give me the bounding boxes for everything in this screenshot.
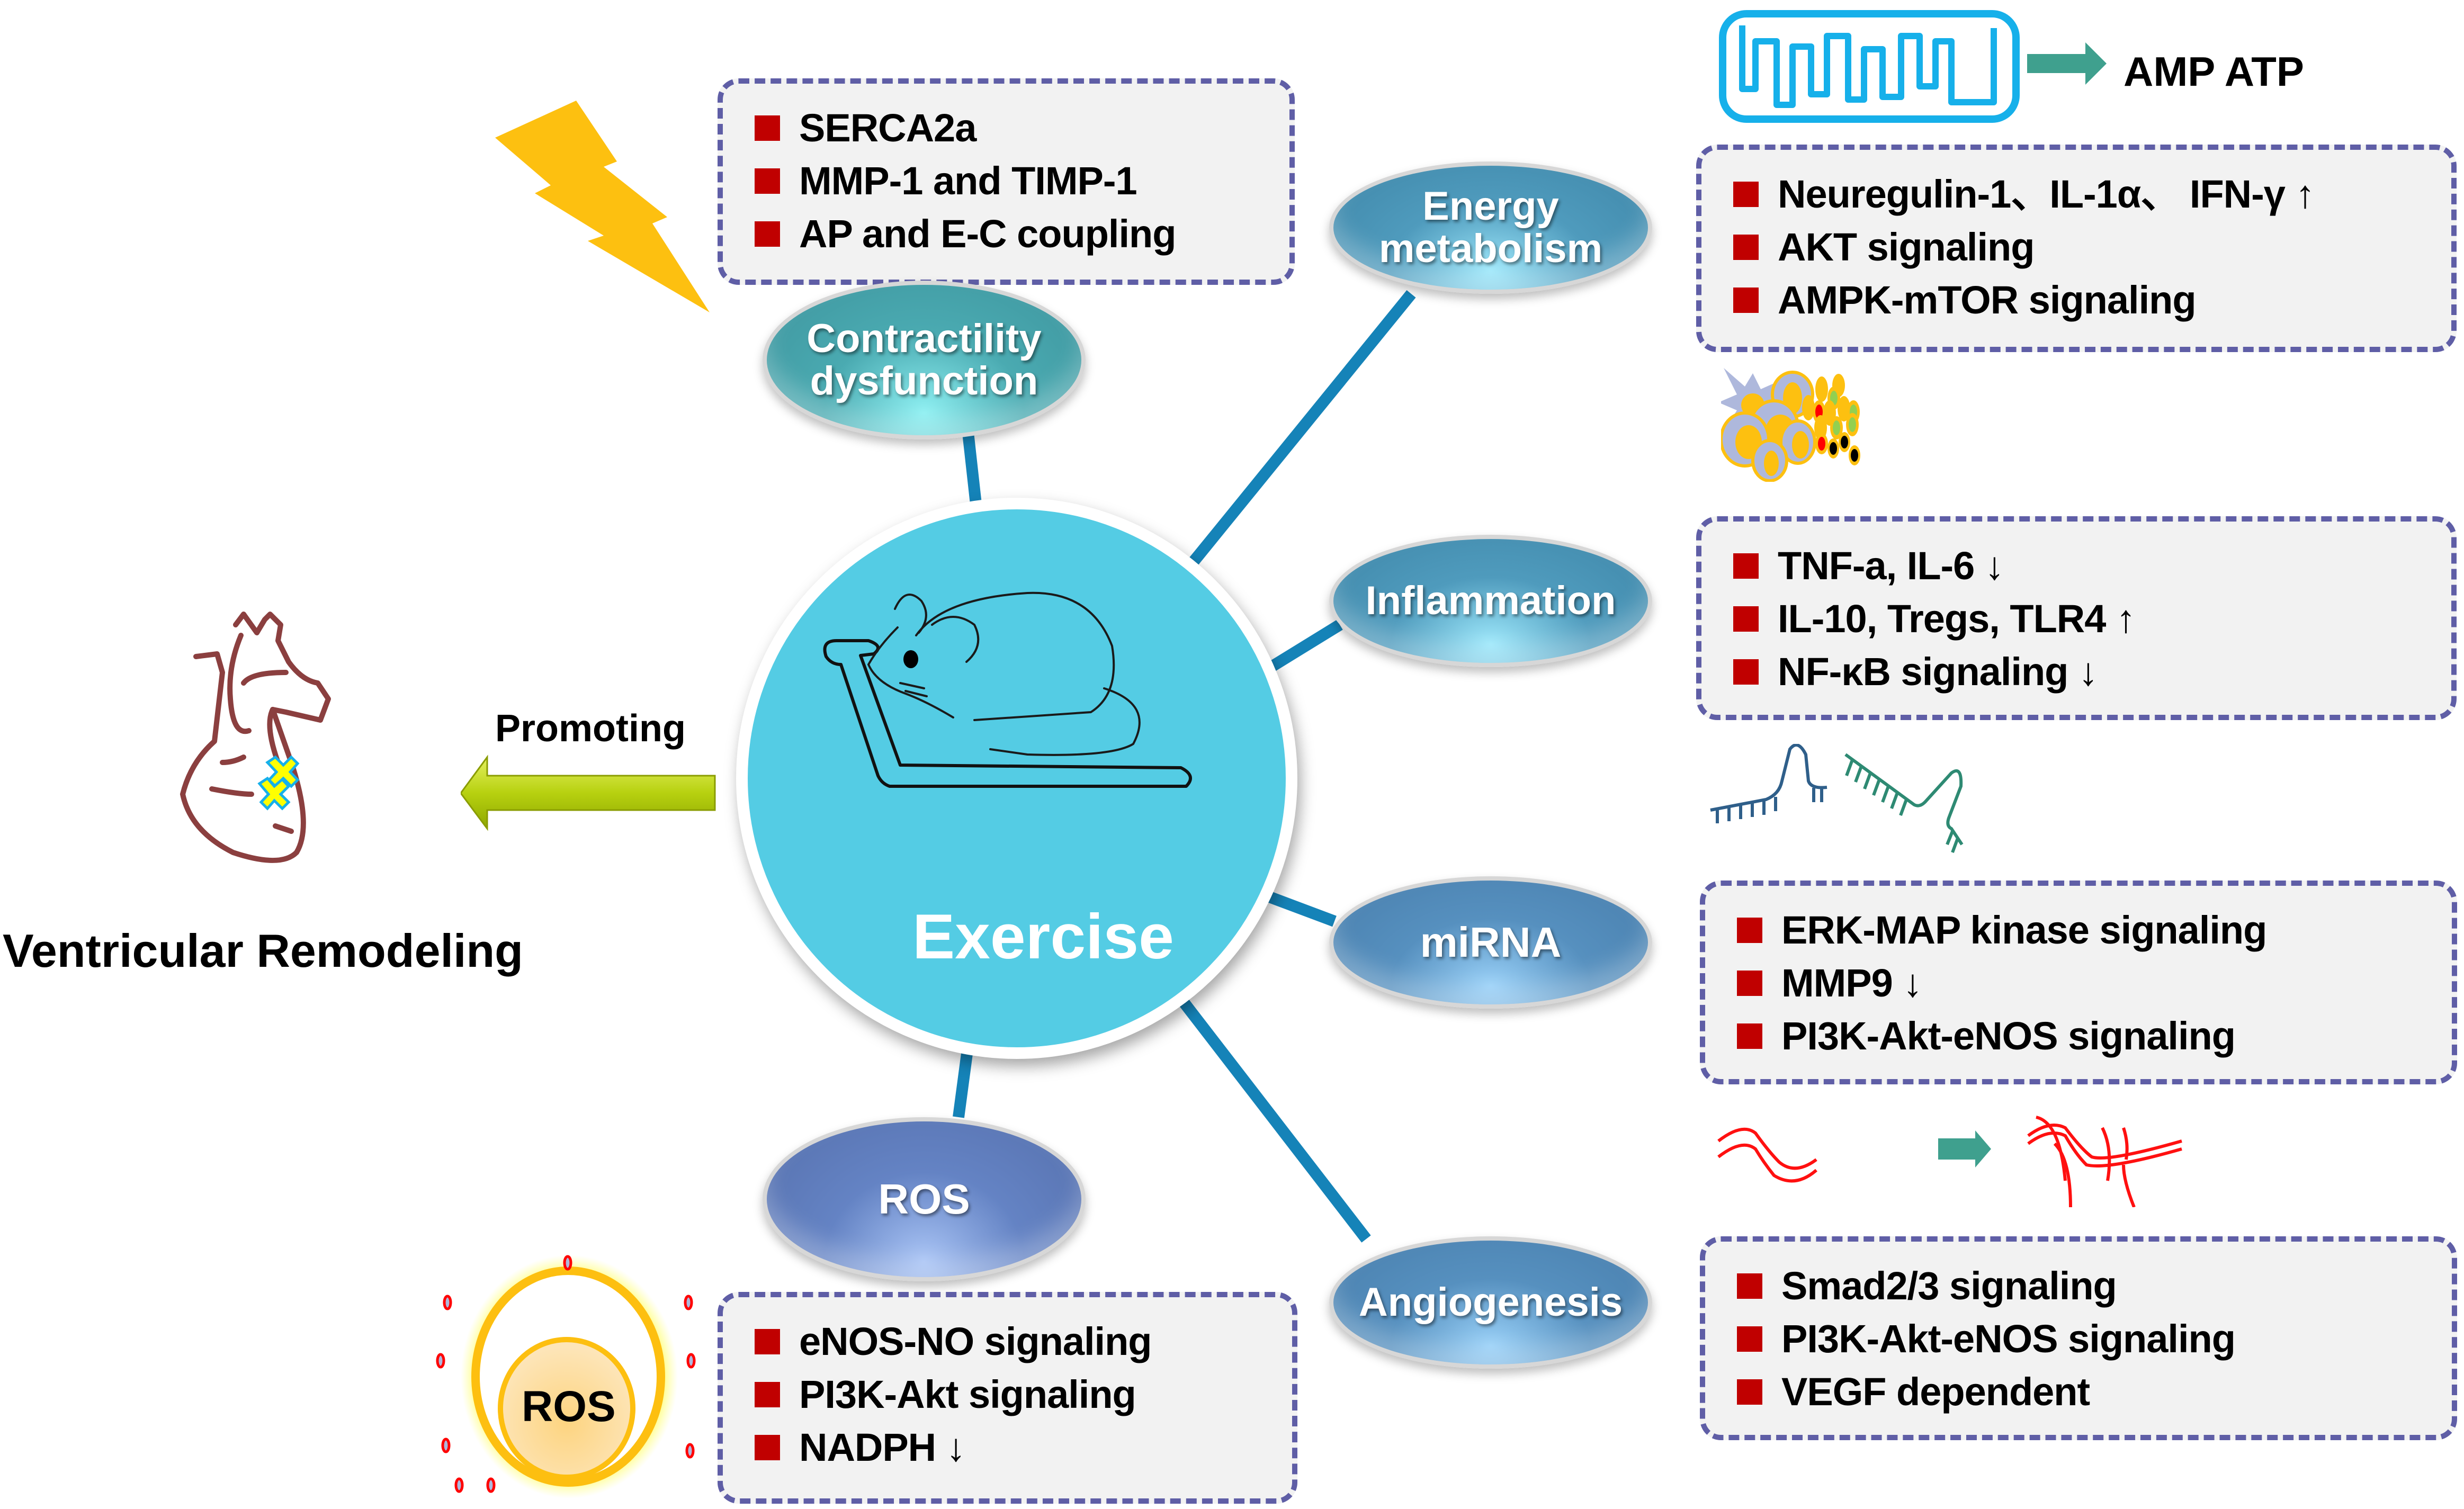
list-item: NF-κB signaling ↓ bbox=[1733, 645, 2435, 698]
bullet-icon bbox=[755, 1382, 780, 1407]
bullet-icon bbox=[1733, 182, 1759, 207]
mirna-info-box: ERK-MAP kinase signaling MMP9 ↓ PI3K-Akt… bbox=[1700, 881, 2457, 1084]
list-item: AMPK-mTOR signaling bbox=[1733, 274, 2435, 327]
bullet-icon bbox=[1733, 659, 1759, 685]
ros-cell-icon bbox=[436, 1255, 696, 1498]
list-item: VEGF dependent bbox=[1737, 1366, 2436, 1418]
list-item: ERK-MAP kinase signaling bbox=[1737, 904, 2436, 957]
lightning-bolt-icon bbox=[495, 101, 710, 312]
bullet-icon bbox=[755, 221, 780, 247]
node-energy-metabolism[interactable]: Energy metabolism bbox=[1329, 161, 1652, 294]
bullet-icon bbox=[1737, 1326, 1762, 1352]
arrow-left-icon bbox=[461, 754, 716, 831]
node-inflammation[interactable]: Inflammation bbox=[1329, 535, 1652, 667]
ventricular-remodeling-label: Ventricular Remodeling bbox=[3, 924, 523, 977]
bullet-icon bbox=[755, 168, 780, 194]
energy-info-box: Neuregulin-1、IL-1α、 IFN-γ ↑ AKT signalin… bbox=[1696, 145, 2457, 352]
connector-inflammation bbox=[1268, 619, 1343, 672]
angiogenesis-info-box: Smad2/3 signaling PI3K-Akt-eNOS signalin… bbox=[1700, 1236, 2457, 1440]
blood-vessel-branching-icon bbox=[1717, 1116, 2182, 1207]
node-mirna[interactable]: miRNA bbox=[1329, 876, 1652, 1009]
promoting-label: Promoting bbox=[495, 707, 686, 750]
connector-angiogenesis bbox=[1166, 981, 1371, 1243]
node-angiogenesis[interactable]: Angiogenesis bbox=[1329, 1236, 1652, 1369]
list-item: eNOS-NO signaling bbox=[755, 1315, 1276, 1368]
contractility-info-box: SERCA2a MMP-1 and TIMP-1 AP and E-C coup… bbox=[718, 78, 1295, 285]
exercise-label: Exercise bbox=[912, 901, 1174, 972]
list-item: AP and E-C coupling bbox=[755, 208, 1274, 261]
ros-info-box: eNOS-NO signaling PI3K-Akt signaling NAD… bbox=[718, 1292, 1297, 1504]
immune-cells-icon bbox=[1721, 368, 1860, 482]
bullet-icon bbox=[1737, 971, 1762, 996]
list-item: TNF-a, IL-6 ↓ bbox=[1733, 540, 2435, 592]
mouse-on-treadmill-icon bbox=[823, 591, 1192, 788]
list-item: MMP9 ↓ bbox=[1737, 957, 2436, 1010]
node-contractility-dysfunction[interactable]: Contractility dysfunction bbox=[763, 281, 1086, 439]
arrow-right-icon bbox=[2027, 42, 2107, 85]
bullet-icon bbox=[1733, 288, 1759, 313]
rna-strands-icon bbox=[1710, 744, 1964, 854]
bullet-icon bbox=[755, 1435, 780, 1460]
node-ros[interactable]: ROS bbox=[763, 1117, 1086, 1281]
list-item: SERCA2a bbox=[755, 102, 1274, 155]
list-item: MMP-1 and TIMP-1 bbox=[755, 155, 1274, 208]
bullet-icon bbox=[1733, 235, 1759, 260]
bullet-icon bbox=[1737, 1273, 1762, 1299]
heart-icon bbox=[180, 612, 331, 863]
ros-cell-label: ROS bbox=[522, 1382, 616, 1431]
bullet-icon bbox=[1737, 918, 1762, 943]
list-item: PI3K-Akt signaling bbox=[755, 1368, 1276, 1421]
bullet-icon bbox=[755, 1329, 780, 1354]
connector-energy bbox=[1176, 290, 1416, 581]
list-item: PI3K-Akt-eNOS signaling bbox=[1737, 1313, 2436, 1366]
list-item: Smad2/3 signaling bbox=[1737, 1260, 2436, 1313]
list-item: NADPH ↓ bbox=[755, 1421, 1276, 1474]
list-item: AKT signaling bbox=[1733, 221, 2435, 274]
list-item: IL-10, Tregs, TLR4 ↑ bbox=[1733, 592, 2435, 645]
bullet-icon bbox=[1737, 1379, 1762, 1405]
inflammation-info-box: TNF-a, IL-6 ↓ IL-10, Tregs, TLR4 ↑ NF-κB… bbox=[1696, 516, 2457, 720]
list-item: Neuregulin-1、IL-1α、 IFN-γ ↑ bbox=[1733, 168, 2435, 221]
energy-caption: AMP ATP bbox=[2123, 48, 2304, 95]
mitochondria-icon bbox=[1719, 10, 2020, 123]
bullet-icon bbox=[1737, 1023, 1762, 1049]
list-item: PI3K-Akt-eNOS signaling bbox=[1737, 1010, 2436, 1063]
bullet-icon bbox=[755, 115, 780, 141]
bullet-icon bbox=[1733, 553, 1759, 579]
bullet-icon bbox=[1733, 606, 1759, 632]
